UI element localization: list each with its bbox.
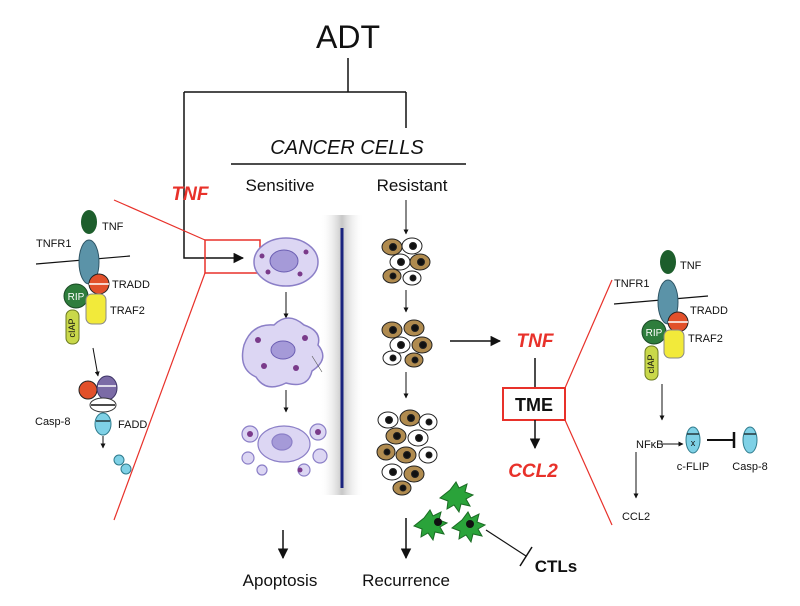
right-label-ccl2: CCL2 <box>622 511 650 523</box>
resistant-cluster-small <box>381 237 431 286</box>
left-label-tnfr1: TNFR1 <box>36 238 71 250</box>
left-orange-dd <box>78 380 98 400</box>
right-ciap <box>644 345 659 381</box>
right-label-traf2: TRAF2 <box>688 333 723 345</box>
label-ccl2-middle: CCL2 <box>508 461 558 482</box>
left-tnf-ligand <box>81 210 97 234</box>
label-tme: TME <box>515 395 553 415</box>
zoom-line-top-right <box>564 279 613 389</box>
label-sensitive: Sensitive <box>246 176 315 195</box>
left-arrow-down <box>92 347 100 377</box>
right-traf2 <box>663 329 685 359</box>
left-label-casp8: Casp-8 <box>35 416 70 428</box>
left-cleaved-fragment-2 <box>120 463 132 475</box>
right-pathway: TNF TNFR1 TRADD RIP TRAF2 cIAP NFκB x c-… <box>613 250 768 523</box>
zoom-line-bottom-right <box>564 419 613 526</box>
right-label-cflip: c-FLIP <box>677 461 709 473</box>
sensitive-cell-apoptotic-bodies <box>241 423 328 477</box>
right-label-nfkb: NFκB <box>636 439 664 451</box>
left-label-fadd: FADD <box>118 419 147 431</box>
ctl-cells <box>413 481 487 544</box>
label-apoptosis: Apoptosis <box>243 571 318 590</box>
right-casp8 <box>742 426 758 454</box>
tme-box <box>502 387 566 421</box>
left-label-rip: RIP <box>68 292 85 303</box>
label-ctls: CTLs <box>535 557 578 576</box>
left-traf2 <box>85 293 107 325</box>
header-cancer-cells: CANCER CELLS <box>270 137 424 159</box>
label-tnf-middle: TNF <box>517 331 555 352</box>
resistant-cluster-medium <box>381 319 433 368</box>
sensitive-cell-intact <box>253 237 319 287</box>
right-label-ciap: cIAP <box>646 354 656 373</box>
tree-lines <box>183 58 407 264</box>
right-label-casp8: Casp-8 <box>732 461 767 473</box>
sensitive-cell-blebbing <box>241 317 324 388</box>
zoom-line-top-left <box>113 199 206 241</box>
zoom-line-bottom-left <box>113 272 206 521</box>
ctl-inhibit-bar <box>519 546 533 567</box>
ctl-inhibit-line <box>485 529 527 557</box>
zoom-box-left <box>204 239 261 274</box>
left-label-tnf: TNF <box>102 221 124 233</box>
title-adt: ADT <box>316 19 380 55</box>
right-cflip-x-mark: x <box>691 438 696 448</box>
left-label-ciap: cIAP <box>67 318 77 337</box>
label-resistant: Resistant <box>377 176 448 195</box>
label-tnf-left: TNF <box>172 184 210 205</box>
right-label-rip: RIP <box>646 328 663 339</box>
right-label-tradd: TRADD <box>690 305 728 317</box>
left-casp8-bottom <box>94 412 112 436</box>
right-label-tnf: TNF <box>680 260 702 272</box>
left-cleaved-fragment-1 <box>113 454 125 466</box>
left-label-traf2: TRAF2 <box>110 305 145 317</box>
left-ciap <box>65 309 80 345</box>
left-fadd <box>96 375 118 401</box>
left-pathway: TNF TNFR1 TRADD RIP TRAF2 cIAP Casp-8 FA… <box>35 210 150 475</box>
left-label-tradd: TRADD <box>112 279 150 291</box>
ctl-target-cells <box>434 518 474 528</box>
resistant-cluster-large <box>376 409 438 496</box>
right-label-tnfr1: TNFR1 <box>614 278 649 290</box>
right-tnf-ligand <box>660 250 676 274</box>
label-recurrence: Recurrence <box>362 571 450 590</box>
